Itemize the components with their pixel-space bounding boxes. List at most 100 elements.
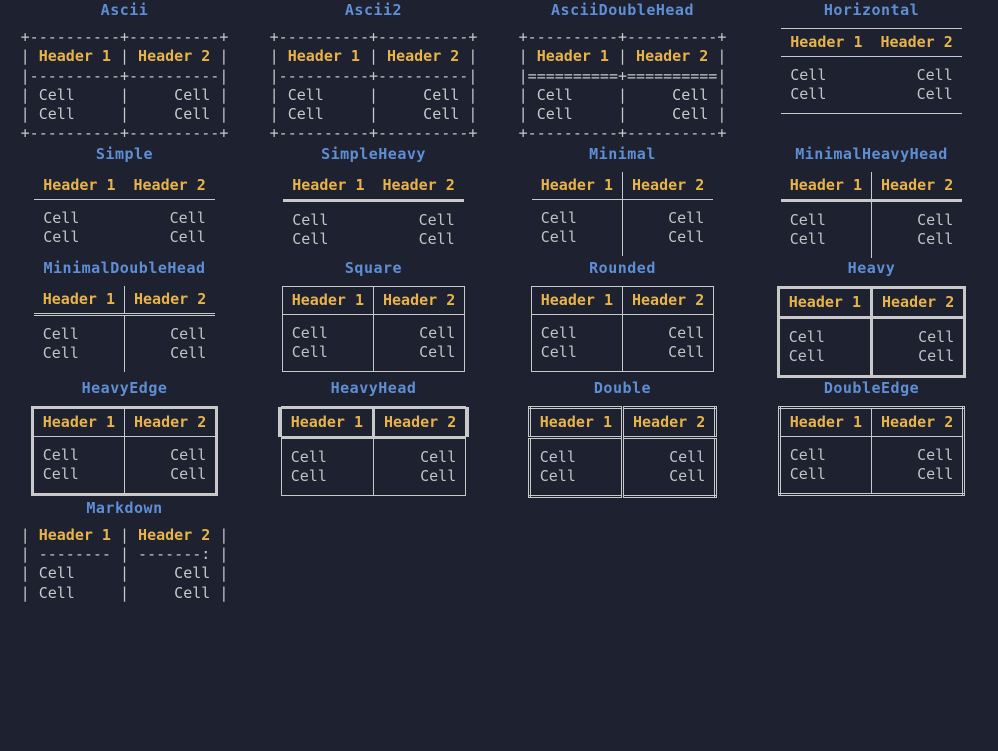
ascii-line: | Header 1 | Header 2 | — [270, 47, 478, 65]
ascii-line: | Cell | Cell | — [20, 105, 229, 124]
column-header: Header 1 — [287, 47, 360, 66]
table-header-row: Header 1 Header 2 — [33, 285, 216, 315]
table-row: Cell Cell — [282, 342, 465, 372]
table-cell: Cell — [292, 210, 329, 229]
ascii-line: | Header 1 | Header 2 | — [21, 47, 229, 65]
ascii-line: | -------- | -------: | — [20, 545, 229, 564]
ascii-line: +----------+----------+ — [269, 124, 478, 143]
border-glyphs: | — [269, 47, 288, 66]
table-row: Cell Cell — [33, 343, 216, 372]
table-header-row: Header 1 Header 2 — [32, 407, 217, 437]
column-header: Header 2 — [134, 412, 207, 431]
table-style-card-asciidoublehead: AsciiDoubleHead+----------+----------+ |… — [498, 0, 747, 144]
column-header: Header 2 — [134, 289, 207, 308]
ascii-line: | Header 1 | Header 2 | — [21, 526, 229, 544]
table-row: Cell Cell — [282, 314, 465, 343]
table-cell: Cell — [419, 342, 456, 361]
table-cell: Cell — [33, 343, 125, 372]
border-glyphs: | — [110, 47, 139, 66]
ascii-line: +----------+----------+ — [20, 124, 229, 143]
table-row: Cell Cell — [531, 199, 714, 228]
table-cell: Cell — [668, 323, 705, 342]
column-header: Header 2 — [880, 33, 953, 51]
table-cell: Cell — [292, 229, 329, 248]
table-cell: Cell — [170, 343, 207, 362]
box-title-minimalheavyhead: MinimalHeavyHead — [795, 144, 948, 163]
table-cell: Cell — [32, 436, 126, 465]
table-cell: Cell — [531, 199, 623, 228]
column-header: Header 1 — [32, 407, 126, 437]
table-cell: Cell — [779, 464, 873, 495]
box-title-markdown: Markdown — [86, 498, 163, 517]
box-title-doubleedge: DoubleEdge — [823, 378, 920, 397]
ascii-table-markdown: | Header 1 | Header 2 | | -------- | ---… — [21, 526, 229, 603]
table-cell: Cell — [419, 323, 456, 342]
table-cell: Cell — [778, 346, 874, 377]
table-cell: Cell — [668, 208, 705, 227]
table-cell: Cell — [169, 227, 206, 246]
table-cell: Cell — [780, 200, 872, 230]
border-glyphs: | — [608, 47, 637, 66]
table-cell: Cell — [790, 66, 827, 84]
table-cell: Cell — [529, 466, 625, 497]
table-cell: Cell — [418, 210, 455, 229]
table-cell: Cell — [420, 466, 457, 485]
table-row: Cell Cell — [283, 200, 464, 230]
border-glyphs: | — [110, 525, 139, 544]
column-header: Header 1 — [779, 407, 873, 437]
table-cell: Cell — [918, 327, 955, 346]
ascii-line: |----------+----------| — [20, 66, 229, 85]
column-header: Header 1 — [33, 285, 125, 315]
column-header: Header 1 — [531, 171, 623, 200]
column-header: Header 2 — [138, 525, 211, 544]
table-row: Cell Cell — [778, 317, 965, 347]
column-header: Header 1 — [282, 286, 375, 315]
table-cell: Cell — [32, 464, 126, 495]
table-cell: Cell — [170, 445, 207, 464]
table-cell: Cell — [918, 346, 955, 365]
table-cell: Cell — [282, 342, 375, 372]
column-header: Header 1 — [780, 171, 872, 201]
ascii-table-ascii2: +----------+----------+ | Header 1 | Hea… — [270, 28, 478, 144]
table-cell: Cell — [531, 314, 624, 343]
ascii-line: | Cell | Cell | — [269, 105, 478, 124]
table-style-card-ascii2: Ascii2+----------+----------+ | Header 1… — [249, 0, 498, 144]
table-cell: Cell — [917, 210, 954, 229]
column-header: Header 1 — [529, 407, 625, 438]
table-cell: Cell — [668, 342, 705, 361]
ascii-line: | Cell | Cell | — [518, 105, 727, 124]
table-cell: Cell — [33, 314, 125, 344]
border-glyphs: | — [210, 47, 229, 66]
box-title-asciidoublehead: AsciiDoubleHead — [551, 1, 694, 19]
table-cell: Cell — [778, 317, 874, 347]
box-title-minimal: Minimal — [589, 144, 656, 163]
column-header: Header 1 — [292, 175, 365, 194]
table-cell: Cell — [282, 314, 375, 343]
